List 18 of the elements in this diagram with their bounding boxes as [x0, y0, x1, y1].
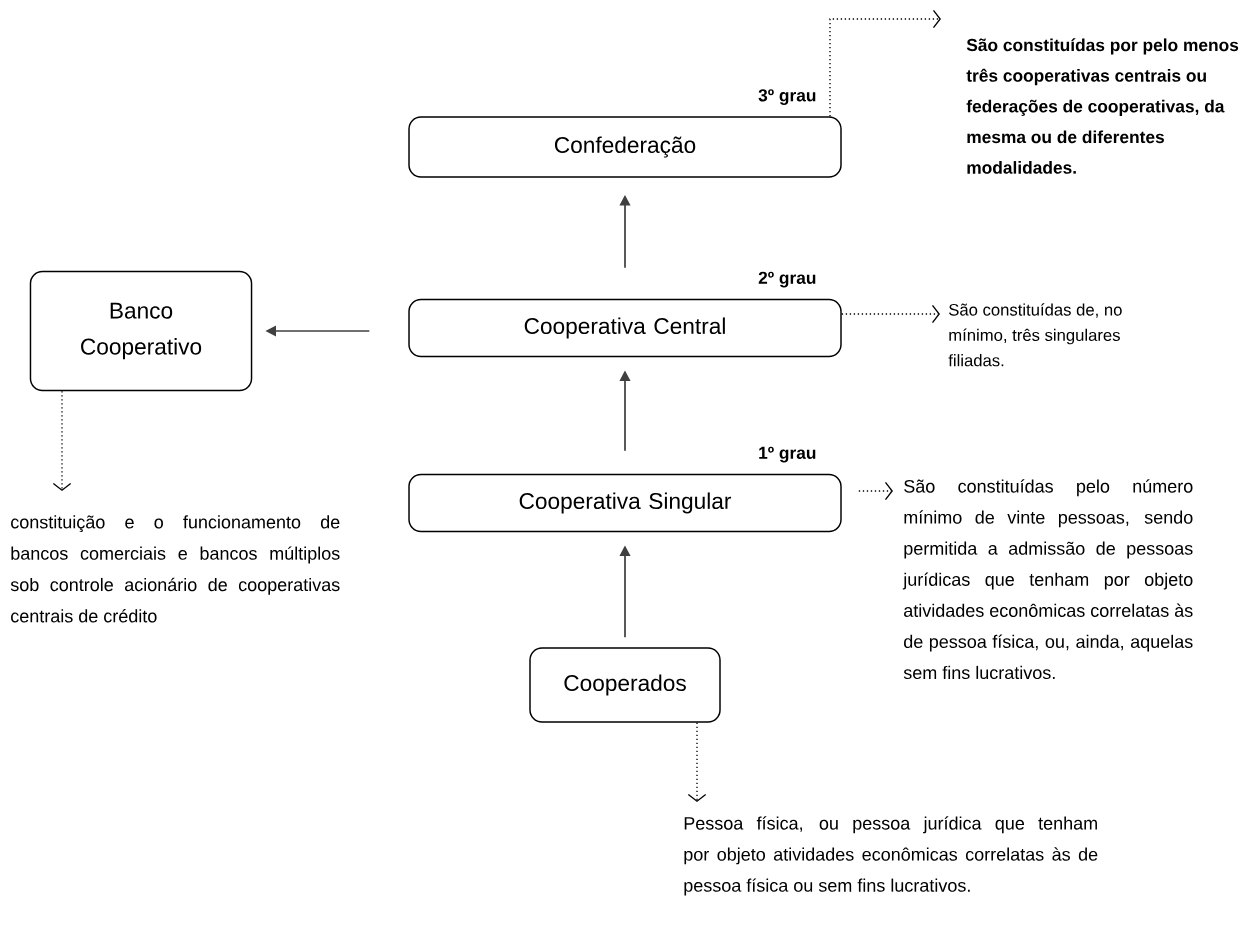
description-text: São constituídas pelo número mínimo de vinte pessoas, sendo permitida a admissão de pessoas jurídicas que tenham por objeto atividades econômicas correlatas às de pessoa física, ou, ainda, aquelas sem fins lucrativos.: [902, 479, 1193, 680]
arrow: [687, 722, 707, 802]
description-text: São constituídas de, no mínimo, três singulares filiadas.: [948, 303, 1122, 367]
arrow: [829, 9, 941, 117]
arrow: [841, 304, 940, 324]
level-label: 3º grau: [758, 89, 816, 105]
level-label: 2º grau: [758, 271, 816, 288]
process-box: Cooperados: [529, 647, 721, 723]
process-box: Confederação: [408, 116, 842, 178]
description-text: Pessoa física, ou pessoa jurídica que tenham por objeto atividades econômicas correlatas às de pessoa física ou sem fins lucrativos.: [684, 816, 1098, 896]
process-box: Banco Cooperativo: [29, 270, 253, 392]
description-text: constituição e o funcionamento de bancos comerciais e bancos múltiplos sob controle acionário de cooperativas centrais de crédito: [10, 515, 340, 623]
level-label: 1º grau: [759, 446, 816, 463]
arrow: [52, 390, 72, 491]
process-box: Cooperativa Singular: [408, 473, 842, 533]
process-box: Cooperativa Central: [408, 298, 842, 358]
arrow: [858, 481, 893, 501]
description-text: São constituídas por pelo menos três cooperativas centrais ou federações de cooperativas, da mesma ou de diferentes modalidades.: [966, 38, 1239, 174]
